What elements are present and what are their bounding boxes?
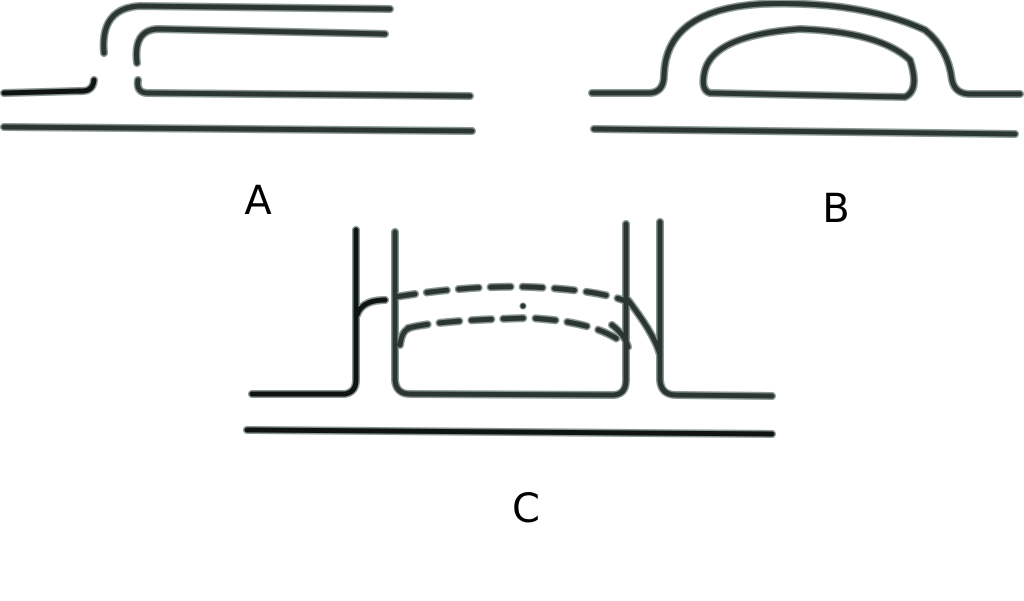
panel-c-right-outer-branch — [625, 297, 663, 358]
panel-a-outer-branch — [101, 3, 393, 56]
panel-c-lower-dashed-arch — [405, 315, 628, 348]
panel-a-inner-branch — [133, 26, 388, 66]
panel-b-lower-baseline — [591, 126, 1018, 137]
panel-b-label: B — [822, 186, 849, 232]
panel-c-halo — [243, 218, 776, 438]
panel-b-halo — [588, 0, 1024, 138]
panel-a-upper-baseline-right — [135, 77, 473, 99]
panel-c-center-dot — [519, 302, 527, 310]
panel-c-upper-dashed-arch — [392, 284, 631, 305]
panel-c-left-outer-vertical — [249, 227, 359, 397]
panel-a-lower-baseline — [1, 124, 475, 134]
panel-a-label: A — [244, 178, 272, 224]
panel-c: C — [243, 218, 776, 532]
panel-b-inner-loop — [700, 26, 917, 100]
panel-a-upper-baseline-left — [1, 77, 97, 96]
panel-c-right-inner-branch — [609, 322, 631, 350]
panel-c-right-outer-vertical — [657, 219, 775, 399]
panel-c-inner-loop — [392, 221, 629, 398]
panel-b: B — [588, 0, 1024, 232]
panel-c-lower-baseline — [244, 427, 775, 437]
panel-a-halo — [0, 2, 476, 135]
panel-a: A — [0, 2, 476, 224]
panel-b-outer-arch — [589, 1, 1023, 97]
panel-c-left-outer-branch — [354, 297, 388, 318]
panel-c-label: C — [512, 486, 540, 532]
